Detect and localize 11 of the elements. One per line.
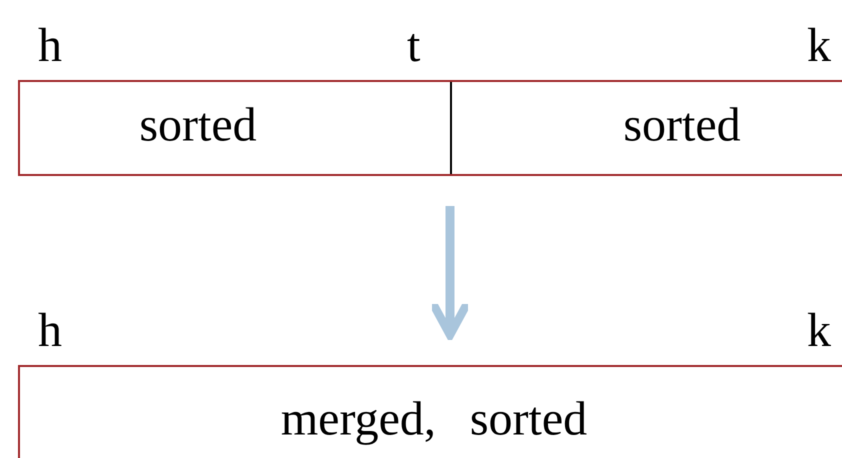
index-label: h [38,307,62,355]
segment-label: merged, sorted [280,396,588,444]
down-arrow [430,206,470,340]
segment-label: sorted [139,102,257,150]
index-label: k [807,307,831,355]
array-bar [18,80,842,176]
index-label: h [38,22,62,70]
array-bar [18,365,842,458]
segment-label: sorted [623,102,741,150]
index-label: k [807,22,831,70]
index-label: t [407,22,420,70]
